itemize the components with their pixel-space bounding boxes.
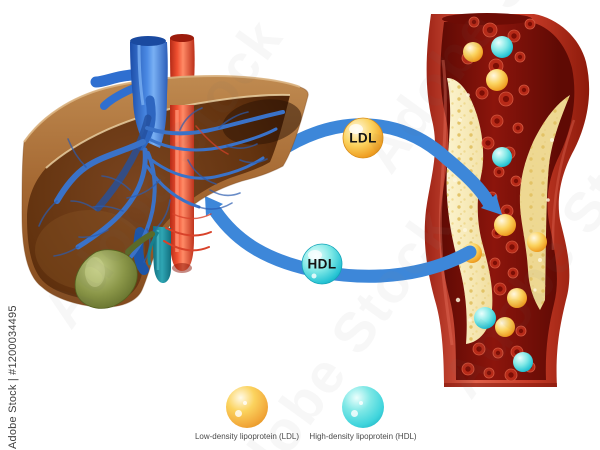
ldl-legend-sphere-icon (226, 386, 268, 428)
ldl-particles-in-vessel (462, 42, 547, 337)
liver-illustration (21, 34, 309, 309)
sphere-highlight (235, 410, 242, 417)
aorta-top-cut (170, 34, 194, 42)
plaque-left-texture (446, 78, 493, 344)
wall-highlight-left (438, 59, 454, 346)
hepatic-artery-branches (163, 125, 229, 252)
aorta-end-shadow (172, 263, 192, 273)
plaque-foam-specks (452, 93, 554, 322)
artery-top-cut (442, 13, 532, 25)
ldl-arrowhead-icon (481, 194, 502, 215)
hdl-arrowhead-icon (205, 196, 223, 216)
wall-highlight-right (551, 119, 576, 251)
vena-cava-vessel (90, 36, 168, 148)
ldl-legend-label: Low-density lipoprotein (LDL) (194, 432, 300, 441)
sphere-highlight (359, 401, 363, 405)
plaque-right-texture (519, 95, 570, 310)
hdl-particles-in-vessel (474, 36, 533, 372)
ldl-ball-label: LDL (349, 130, 377, 146)
duct-branch (147, 231, 160, 266)
ldl-arrow (281, 118, 502, 215)
hdl-legend-sphere-icon (342, 386, 384, 428)
artery-illustration (424, 13, 590, 387)
hdl-legend-label: High-density lipoprotein (HDL) (309, 432, 417, 441)
gallbladder (74, 231, 155, 309)
sphere-highlight (351, 410, 358, 417)
ldl-ball-icon (342, 117, 384, 159)
sphere-highlight (243, 401, 247, 405)
hdl-ball-icon (301, 243, 343, 285)
stock-id-watermark: Adobe Stock | #1200034495 (7, 305, 19, 449)
portal-vein-tube (133, 227, 149, 275)
hdl-ball-label: HDL (307, 256, 337, 272)
artery-bottom-cut (444, 383, 557, 387)
